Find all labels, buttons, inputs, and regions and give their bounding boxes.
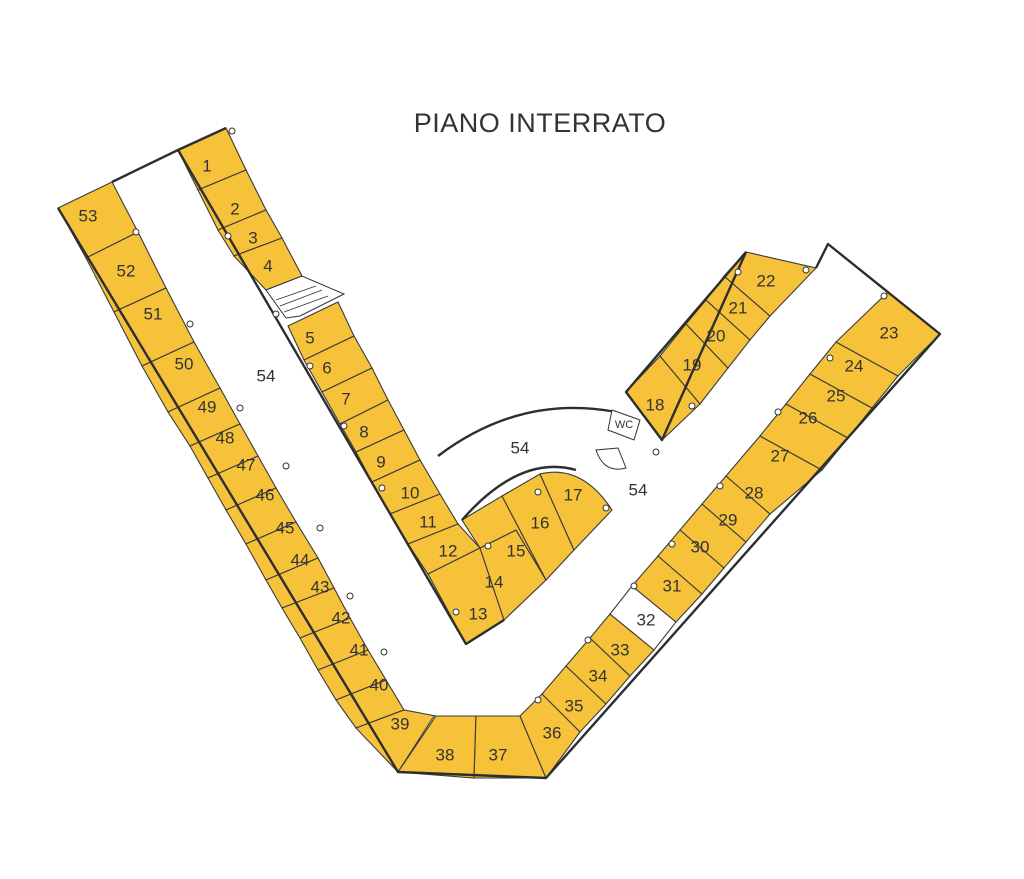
unit-label-43: 43 xyxy=(311,578,330,597)
unit-label-47: 47 xyxy=(237,456,256,475)
unit-label-35: 35 xyxy=(565,697,584,716)
unit-label-52: 52 xyxy=(117,262,136,281)
unit-label-24: 24 xyxy=(845,357,864,376)
unit-label-2: 2 xyxy=(230,200,239,219)
unit-label-20: 20 xyxy=(707,327,726,346)
unit-label-32: 32 xyxy=(637,611,656,630)
unit-label-11: 11 xyxy=(419,513,437,532)
unit-label-5: 5 xyxy=(305,329,314,348)
unit-17[interactable] xyxy=(539,471,613,551)
plan-title: PIANO INTERRATO xyxy=(414,108,667,138)
door-markers xyxy=(132,127,888,704)
unit-label-3: 3 xyxy=(248,229,257,248)
unit-label-48: 48 xyxy=(216,429,235,448)
unit-label-8: 8 xyxy=(359,423,368,442)
unit-label-10: 10 xyxy=(401,484,420,503)
unit-label-4: 4 xyxy=(263,257,272,276)
unit-label-34: 34 xyxy=(589,667,608,686)
unit-label-17: 17 xyxy=(564,486,583,505)
unit-label-45: 45 xyxy=(276,519,295,538)
centre-cluster xyxy=(461,471,613,621)
unit-label-53: 53 xyxy=(79,207,98,226)
wc-label: WC xyxy=(615,419,633,431)
unit-15[interactable] xyxy=(461,495,547,581)
unit-label-37: 37 xyxy=(489,746,508,765)
unit-label-39: 39 xyxy=(391,715,410,734)
staircase xyxy=(265,275,346,319)
unit-label-42: 42 xyxy=(332,609,351,628)
unit-label-23: 23 xyxy=(880,324,899,343)
corridor-label-right: 54 xyxy=(629,481,648,500)
unit-label-46: 46 xyxy=(256,486,275,505)
unit-label-14: 14 xyxy=(485,573,504,592)
bottom-wing xyxy=(397,693,581,780)
unit-label-9: 9 xyxy=(376,453,385,472)
unit-label-26: 26 xyxy=(799,409,818,428)
unit-label-21: 21 xyxy=(729,299,748,318)
left-outer-wing xyxy=(57,181,437,773)
wc-door xyxy=(595,447,627,470)
unit-label-7: 7 xyxy=(341,390,350,409)
corridor-label-centre: 54 xyxy=(511,439,530,458)
unit-39[interactable] xyxy=(355,709,437,773)
corridor-label-left: 54 xyxy=(257,367,276,386)
unit-label-41: 41 xyxy=(350,641,369,660)
unit-label-27: 27 xyxy=(771,447,790,466)
unit-label-25: 25 xyxy=(827,387,846,406)
unit-label-18: 18 xyxy=(646,396,665,415)
left-inner-wing xyxy=(177,127,505,645)
unit-label-31: 31 xyxy=(663,577,682,596)
unit-label-1: 1 xyxy=(202,157,211,176)
unit-label-29: 29 xyxy=(719,511,738,530)
unit-label-36: 36 xyxy=(543,724,562,743)
wc-box xyxy=(607,409,641,441)
unit-label-30: 30 xyxy=(691,538,710,557)
unit-label-33: 33 xyxy=(611,641,630,660)
unit-label-22: 22 xyxy=(757,272,776,291)
wc-room: WC xyxy=(595,409,641,470)
unit-label-12: 12 xyxy=(439,542,458,561)
unit-label-16: 16 xyxy=(531,514,550,533)
unit-label-13: 13 xyxy=(469,605,488,624)
unit-label-15: 15 xyxy=(507,542,526,561)
unit-label-40: 40 xyxy=(370,676,389,695)
unit-labels: 1 2 3 4 5 6 7 8 9 10 11 12 13 14 15 16 1… xyxy=(79,157,899,765)
unit-label-38: 38 xyxy=(436,746,455,765)
unit-label-6: 6 xyxy=(322,359,331,378)
unit-label-49: 49 xyxy=(198,398,217,417)
stair-block xyxy=(265,275,346,319)
unit-label-50: 50 xyxy=(175,355,194,374)
unit-label-28: 28 xyxy=(745,484,764,503)
unit-label-44: 44 xyxy=(291,551,310,570)
unit-label-19: 19 xyxy=(683,356,702,375)
unit-label-51: 51 xyxy=(144,305,163,324)
right-inner-wing xyxy=(625,251,818,441)
